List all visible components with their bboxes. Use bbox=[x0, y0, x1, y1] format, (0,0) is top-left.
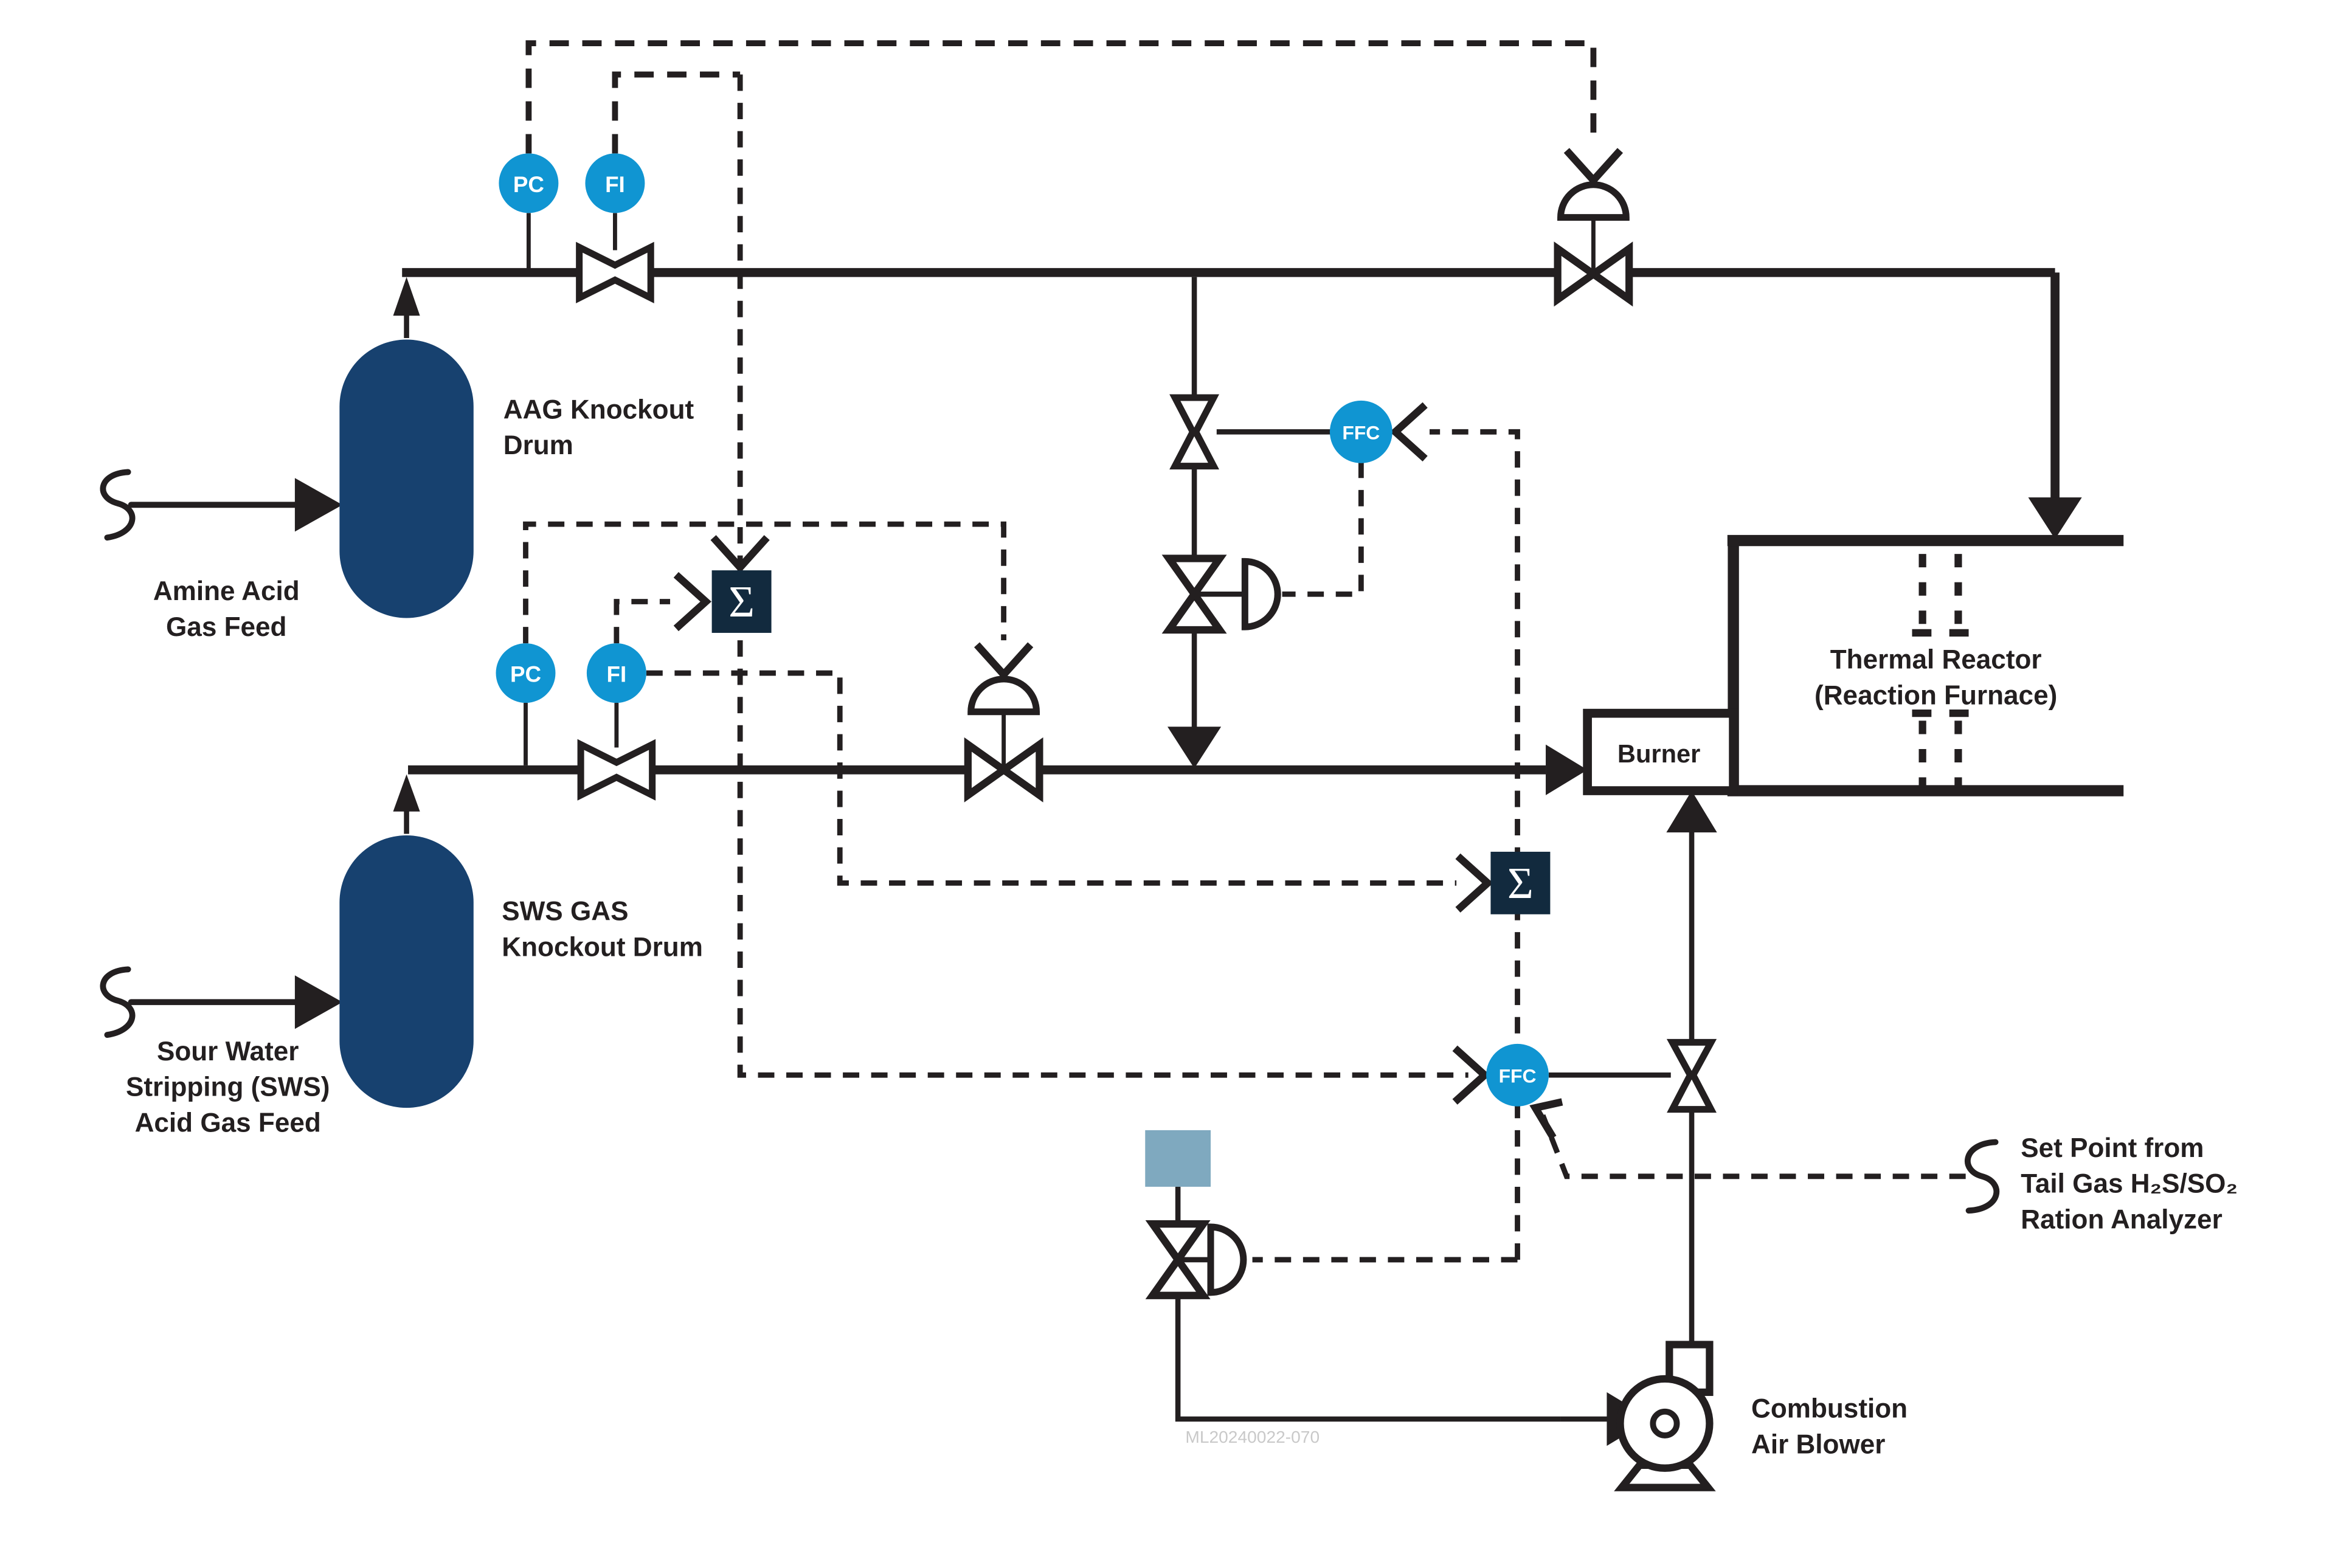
annotations: Set Point from Tail Gas H₂S/SO₂ Ration A… bbox=[1185, 1133, 2238, 1446]
arrowhead-into-sum1-top bbox=[710, 535, 770, 573]
flow-element-air-icon bbox=[1666, 1038, 1717, 1113]
signal-sum2-trunk bbox=[1430, 429, 1520, 1260]
sws-feed-label-1: Sour Water bbox=[157, 1037, 299, 1066]
arrowhead-into-sum2 bbox=[1455, 853, 1493, 913]
arrowhead-into-sum1-left bbox=[673, 572, 711, 632]
signal-lines bbox=[523, 40, 1966, 1263]
watermark: ML20240022-070 bbox=[1185, 1428, 1320, 1446]
feed-sws: Sour Water Stripping (SWS) Acid Gas Feed bbox=[100, 966, 343, 1138]
sws-feed-label-3: Acid Gas Feed bbox=[135, 1108, 321, 1138]
signal-arrowhead-down bbox=[1563, 148, 1624, 186]
line-break-squiggle-icon bbox=[1965, 1139, 2000, 1214]
setpoint-label-2: Tail Gas H₂S/SO₂ bbox=[2021, 1169, 2238, 1199]
control-valve-aag-icon bbox=[1586, 241, 1633, 307]
instruments: PC FI PC FI FFC FFC Σ Σ bbox=[496, 153, 1551, 1107]
arrowhead-into-ffc1 bbox=[1389, 402, 1428, 461]
summer1-symbol: Σ bbox=[728, 577, 755, 626]
valves-and-elements bbox=[576, 148, 1717, 1299]
arrow-aag-riser bbox=[393, 277, 420, 316]
line-break-squiggle-icon bbox=[100, 469, 136, 541]
pc2-tag: PC bbox=[510, 662, 541, 687]
ffc2-tag: FFC bbox=[1499, 1065, 1537, 1087]
setpoint-label-3: Ration Analyzer bbox=[2021, 1205, 2222, 1235]
arrow-sws-riser bbox=[393, 774, 420, 812]
signal-fi2-to-sum1 bbox=[614, 599, 671, 644]
reactor-label-1: Thermal Reactor bbox=[1830, 645, 2042, 675]
blower-hub-icon bbox=[1650, 1408, 1680, 1438]
setpoint-label-1: Set Point from bbox=[2021, 1133, 2204, 1163]
summer2-symbol: Σ bbox=[1507, 858, 1534, 908]
fi1-tag: FI bbox=[605, 172, 625, 197]
ffc1-tag: FFC bbox=[1342, 422, 1380, 444]
signal-pc2-to-valve bbox=[523, 521, 1007, 644]
summer2-block bbox=[1490, 851, 1551, 914]
blower-label-2: Air Blower bbox=[1751, 1429, 1885, 1459]
ffc2-bubble bbox=[1486, 1043, 1549, 1107]
thermal-reactor: Thermal Reactor (Reaction Furnace) Burne… bbox=[1583, 534, 2124, 796]
burner-box bbox=[1583, 708, 1738, 795]
side-actuator-icon bbox=[1207, 1223, 1247, 1296]
arrow-sws-feed bbox=[294, 975, 343, 1029]
amine-feed-label-1: Amine Acid bbox=[153, 576, 300, 606]
amine-feed-label-2: Gas Feed bbox=[166, 612, 286, 642]
fi2-bubble bbox=[586, 643, 646, 703]
pc1-tag: PC bbox=[513, 172, 544, 197]
air-inlet-to-blower bbox=[1175, 1292, 1561, 1422]
signal-fi2-to-sum2 bbox=[646, 670, 1457, 886]
branch-valve-icon bbox=[1161, 554, 1227, 601]
aag-drum-label-1: AAG Knockout bbox=[503, 395, 694, 424]
air-valve-icon bbox=[1145, 1253, 1211, 1299]
feed-amine: Amine Acid Gas Feed bbox=[100, 469, 343, 642]
arrow-amine-feed bbox=[294, 478, 343, 532]
blower-label-1: Combustion bbox=[1751, 1394, 1908, 1424]
aag-knockout-drum: AAG Knockout Drum bbox=[339, 339, 694, 618]
signal-fi1-up bbox=[612, 71, 741, 154]
air-valve-icon bbox=[1145, 1220, 1211, 1266]
burner-label: Burner bbox=[1617, 739, 1700, 768]
signal-arrowhead-down bbox=[974, 642, 1034, 680]
signal-setpoint-to-ffc2 bbox=[1540, 1114, 1966, 1179]
arrow-into-reactor-top bbox=[2028, 497, 2082, 539]
diaphragm-actuator-icon bbox=[1557, 181, 1630, 221]
arrowhead-into-ffc2 bbox=[1452, 1045, 1490, 1105]
arrow-into-burner bbox=[1546, 744, 1588, 795]
ffc1-bubble bbox=[1329, 400, 1392, 463]
signal-ffc1-to-branch-valve bbox=[1282, 461, 1364, 597]
fi1-bubble bbox=[585, 153, 645, 213]
arrow-air-into-burner bbox=[1666, 790, 1717, 833]
pc2-bubble bbox=[496, 643, 556, 703]
line-break-squiggle-icon bbox=[100, 966, 136, 1038]
signal-pc1-to-valve bbox=[525, 40, 1597, 154]
sws-feed-label-2: Stripping (SWS) bbox=[126, 1072, 330, 1102]
branch-valve-icon bbox=[1161, 587, 1227, 634]
fi2-tag: FI bbox=[607, 662, 627, 687]
flow-element-fi1-icon bbox=[576, 241, 654, 303]
sws-drum-label-1: SWS GAS bbox=[502, 897, 628, 927]
flow-element-fi2-icon bbox=[577, 739, 656, 801]
aag-drum-label-2: Drum bbox=[503, 430, 573, 460]
control-valve-sws-icon bbox=[997, 737, 1043, 803]
sws-knockout-drum: SWS GAS Knockout Drum bbox=[339, 835, 703, 1108]
arrowhead-setpoint-into-ffc2 bbox=[1529, 1098, 1563, 1140]
arrow-branch-into-sws-line bbox=[1168, 727, 1222, 768]
summer1-block bbox=[711, 570, 772, 633]
air-source-square bbox=[1145, 1130, 1211, 1187]
reactor-label-2: (Reaction Furnace) bbox=[1814, 680, 2057, 710]
flow-element-branch-icon bbox=[1169, 394, 1220, 470]
pc1-bubble bbox=[499, 153, 559, 213]
signal-arrowheads bbox=[673, 402, 1563, 1140]
control-valve-sws-icon bbox=[964, 737, 1011, 803]
combustion-air-blower: Combustion Air Blower bbox=[1614, 1341, 1908, 1491]
aag-drum-vessel bbox=[339, 339, 474, 618]
side-actuator-icon bbox=[1241, 558, 1281, 630]
sws-drum-label-2: Knockout Drum bbox=[502, 932, 703, 962]
sws-drum-vessel bbox=[339, 835, 474, 1108]
control-valve-aag-icon bbox=[1554, 241, 1600, 307]
diaphragm-actuator-icon bbox=[967, 675, 1040, 716]
signal-fi1-sum1-to-ffc2 bbox=[737, 74, 1468, 1078]
